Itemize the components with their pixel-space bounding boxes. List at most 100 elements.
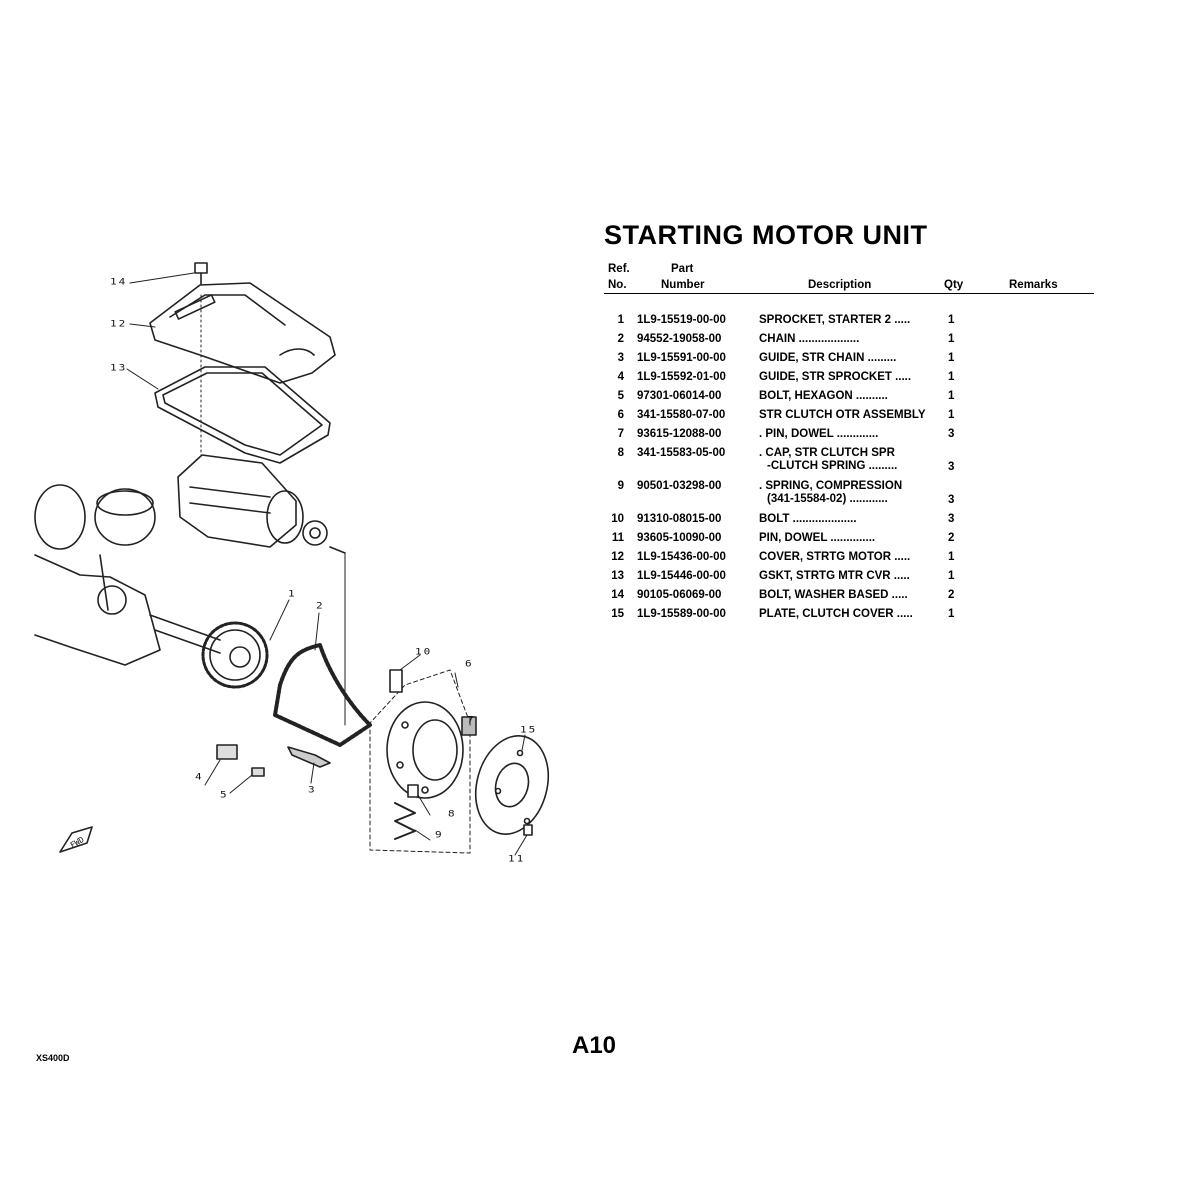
callout-12: 12 xyxy=(110,318,128,329)
dowel-pin-illustration xyxy=(461,716,477,736)
part-number-cell: 1L9-15519-00-00 xyxy=(637,314,726,326)
chain-guide-illustration xyxy=(287,746,331,768)
description-line: . SPRING, COMPRESSION xyxy=(759,480,903,492)
starter-motor-illustration xyxy=(177,454,346,554)
description-cell: PLATE, CLUTCH COVER ..... xyxy=(759,608,937,621)
description-line: SPROCKET, STARTER 2 ..... xyxy=(759,314,911,326)
ref-no-cell: 14 xyxy=(611,589,624,601)
qty-cell: 2 xyxy=(948,589,955,601)
ref-no-cell: 3 xyxy=(617,352,624,364)
gasket-illustration xyxy=(154,366,331,464)
part-number-cell: 1L9-15592-01-00 xyxy=(637,371,726,383)
ref-no-cell: 1 xyxy=(617,314,624,326)
description-line: PLATE, CLUTCH COVER ..... xyxy=(759,608,913,620)
header-description: Description xyxy=(808,279,872,291)
callout-6: 6 xyxy=(465,658,474,669)
qty-cell: 1 xyxy=(948,608,955,620)
qty-cell: 1 xyxy=(948,390,955,402)
description-line: BOLT, HEXAGON .......... xyxy=(759,390,888,402)
qty-cell: 1 xyxy=(948,570,955,582)
part-number-cell: 97301-06014-00 xyxy=(637,390,722,402)
header-no: No. xyxy=(608,279,627,291)
callout-7: 7 xyxy=(467,714,476,725)
table-row: 1 1L9-15519-00-00 1 SPROCKET, STARTER 2 ...… xyxy=(604,314,1094,333)
part-number-cell: 341-15580-07-00 xyxy=(637,409,726,421)
description-line-2: -CLUTCH SPRING ......... xyxy=(767,460,898,472)
callout-4: 4 xyxy=(195,771,204,782)
header-number: Number xyxy=(661,279,705,291)
description-cell: SPROCKET, STARTER 2 ..... xyxy=(759,314,937,327)
description-line: PIN, DOWEL .............. xyxy=(759,532,876,544)
description-cell: . CAP, STR CLUTCH SPR-CLUTCH SPRING ....… xyxy=(759,447,937,473)
callout-1: 1 xyxy=(288,588,297,599)
description-line: BOLT .................... xyxy=(759,513,857,525)
callout-15: 15 xyxy=(520,724,538,735)
qty-cell: 3 xyxy=(948,494,955,506)
description-cell: PIN, DOWEL .............. xyxy=(759,532,937,545)
spring-cap-illustration xyxy=(394,784,419,840)
table-row: 15 1L9-15589-00-00 1 PLATE, CLUTCH COVER ..… xyxy=(604,608,1094,627)
header-remarks: Remarks xyxy=(1009,279,1058,291)
callout-9: 9 xyxy=(435,829,444,840)
description-cell: BOLT, WASHER BASED ..... xyxy=(759,589,937,602)
callout-5: 5 xyxy=(220,789,229,800)
chain-illustration xyxy=(273,643,372,747)
ref-no-cell: 13 xyxy=(611,570,624,582)
part-number-cell: 94552-19058-00 xyxy=(637,333,722,345)
clutch-bolt-illustration xyxy=(389,669,403,693)
header-part: Part xyxy=(671,263,694,275)
fwd-arrow-icon xyxy=(59,826,93,853)
qty-cell: 1 xyxy=(948,371,955,383)
clutch-plate-illustration xyxy=(475,735,549,835)
part-number-cell: 91310-08015-00 xyxy=(637,513,722,525)
description-line: BOLT, WASHER BASED ..... xyxy=(759,589,908,601)
description-line: GUIDE, STR SPROCKET ..... xyxy=(759,371,912,383)
engine-crank-illustration xyxy=(34,484,221,666)
part-number-cell: 1L9-15589-00-00 xyxy=(637,608,726,620)
callout-13: 13 xyxy=(110,362,128,373)
table-row: 9 90501-03298-00 3 . SPRING, COMPRESSION(34… xyxy=(604,480,1094,513)
callout-8: 8 xyxy=(448,808,457,819)
ref-no-cell: 15 xyxy=(611,608,624,620)
callout-2: 2 xyxy=(316,600,325,611)
part-number-cell: 1L9-15591-00-00 xyxy=(637,352,726,364)
callout-10: 10 xyxy=(415,646,433,657)
part-number-cell: 90105-06069-00 xyxy=(637,589,722,601)
dowel-pin-11-illustration xyxy=(523,824,533,836)
description-line-2: (341-15584-02) ............ xyxy=(767,493,888,505)
description-line: STR CLUTCH OTR ASSEMBLY xyxy=(759,409,926,421)
description-cell: CHAIN ................... xyxy=(759,333,937,346)
part-number-cell: 93615-12088-00 xyxy=(637,428,722,440)
ref-no-cell: 4 xyxy=(617,371,624,383)
callout-14: 14 xyxy=(110,276,128,287)
ref-no-cell: 5 xyxy=(617,390,624,402)
description-cell: STR CLUTCH OTR ASSEMBLY xyxy=(759,409,937,422)
ref-no-cell: 7 xyxy=(617,428,624,440)
qty-cell: 3 xyxy=(948,461,955,473)
leader-lines xyxy=(126,272,528,856)
motor-cover-illustration xyxy=(149,282,336,384)
part-number-cell: 93605-10090-00 xyxy=(637,532,722,544)
part-number-cell: 341-15583-05-00 xyxy=(637,447,726,459)
description-cell: . SPRING, COMPRESSION(341-15584-02) ....… xyxy=(759,480,937,506)
description-cell: BOLT .................... xyxy=(759,513,937,526)
qty-cell: 1 xyxy=(948,314,955,326)
parts-table-header: Ref. No. Part Number Description Qty Rem… xyxy=(604,261,1094,294)
ref-no-cell: 10 xyxy=(611,513,624,525)
qty-cell: 1 xyxy=(948,409,955,421)
qty-cell: 1 xyxy=(948,333,955,345)
qty-cell: 2 xyxy=(948,532,955,544)
callout-11: 11 xyxy=(508,853,526,864)
ref-no-cell: 9 xyxy=(617,480,624,492)
qty-cell: 1 xyxy=(948,551,955,563)
part-number-cell: 90501-03298-00 xyxy=(637,480,722,492)
